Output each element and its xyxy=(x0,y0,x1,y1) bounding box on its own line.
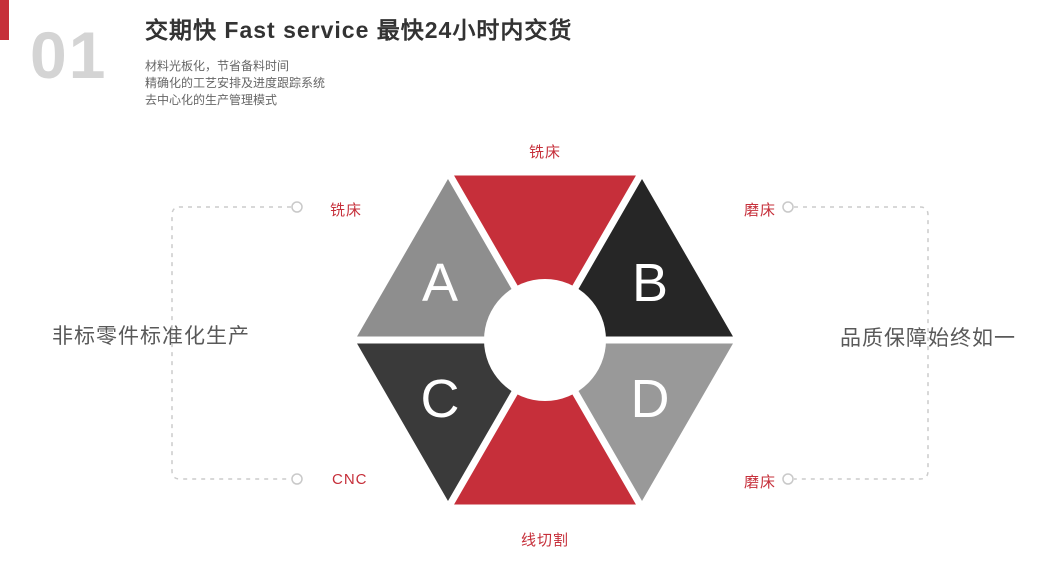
description-line: 材料光板化，节省备料时间 xyxy=(145,58,290,73)
center-circle xyxy=(484,279,606,401)
label-top-milling: 铣床 xyxy=(528,144,561,161)
right-dashed-bracket xyxy=(794,206,929,480)
segment-lower-left xyxy=(355,340,545,505)
segment-top xyxy=(450,175,640,340)
left-dashed-bracket xyxy=(171,206,291,480)
label-left-milling: 铣床 xyxy=(330,202,363,219)
segment-upper-left xyxy=(355,175,545,340)
left-caption: 非标零件标准化生产 xyxy=(52,325,250,348)
endpoint-circle xyxy=(782,473,794,485)
dashed-connectors xyxy=(171,206,929,480)
endpoint-circle xyxy=(291,201,303,213)
label-right-grinding-2: 磨床 xyxy=(743,474,776,491)
label-bottom-wirecut: 线切割 xyxy=(520,532,569,549)
section-number: 01 xyxy=(30,18,108,92)
label-right-grinding: 磨床 xyxy=(743,202,776,219)
segment-letter-a: A xyxy=(422,253,458,313)
description-line: 精确化的工艺安排及进度跟踪系统 xyxy=(145,75,326,90)
description-line: 去中心化的生产管理模式 xyxy=(145,92,278,107)
corner-accent-mark xyxy=(0,0,9,40)
segment-upper-right xyxy=(545,175,735,340)
connector-endpoints xyxy=(291,201,794,485)
segment-bottom xyxy=(450,340,640,505)
label-left-cnc: CNC xyxy=(332,471,368,488)
header-description: 材料光板化，节省备料时间 精确化的工艺安排及进度跟踪系统 去中心化的生产管理模式 xyxy=(145,58,705,109)
segment-letter-d: D xyxy=(631,369,670,429)
segment-letter-c: C xyxy=(421,369,460,429)
segment-lower-right xyxy=(545,340,735,505)
endpoint-circle xyxy=(782,201,794,213)
segment-letter-b: B xyxy=(632,253,668,313)
page-title: 交期快 Fast service 最快24小时内交货 xyxy=(145,17,573,43)
endpoint-circle xyxy=(291,473,303,485)
header-block: 交期快 Fast service 最快24小时内交货 材料光板化，节省备料时间 … xyxy=(145,16,705,109)
